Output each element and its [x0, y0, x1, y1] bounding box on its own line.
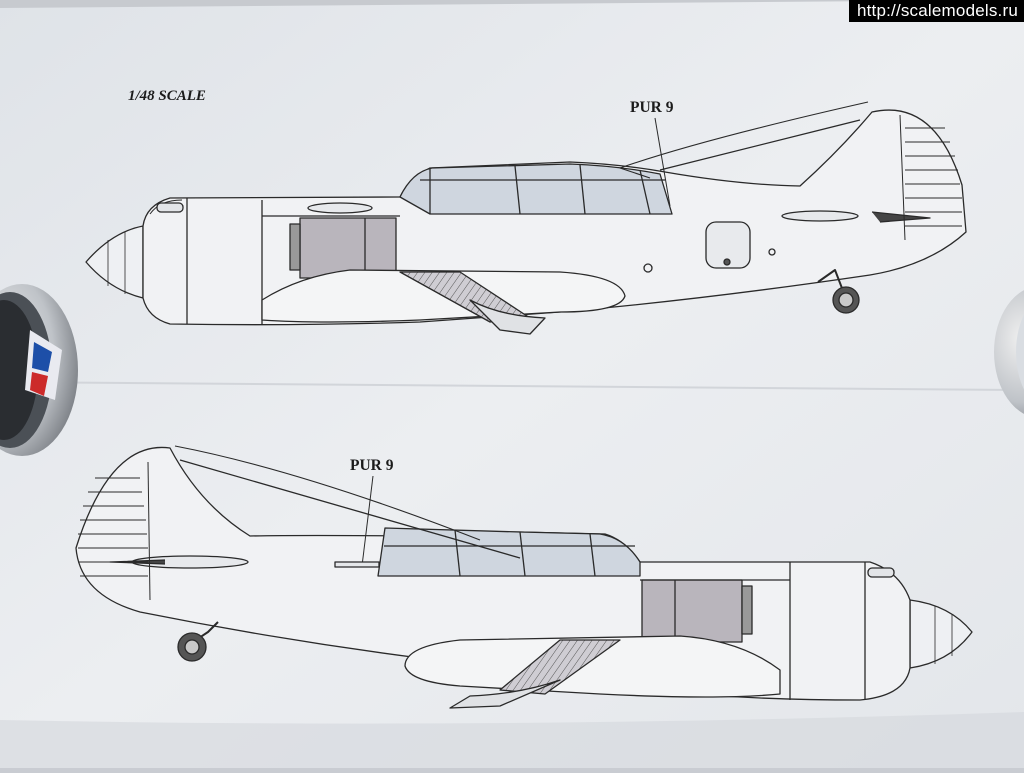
aircraft-profile-top [85, 101, 967, 335]
callout-pur9-top: PUR 9 [630, 99, 674, 116]
cowl-panel-bottom [641, 579, 743, 643]
rudder-ribs-bottom [78, 461, 151, 601]
cowl-panel-top [299, 217, 397, 279]
paint-tin-right [994, 290, 1024, 414]
scale-label: 1/48 SCALE [128, 88, 206, 104]
callout-pur9-bottom: PUR 9 [350, 457, 394, 474]
access-hatch-top [705, 221, 751, 269]
aircraft-profile-bottom [75, 445, 973, 709]
wing-hatched-bottom [499, 639, 621, 695]
watermark: http://scalemodels.ru [848, 0, 1024, 22]
canopy-bottom [377, 527, 641, 577]
paper-crease [0, 381, 1024, 391]
canopy-top [399, 163, 673, 215]
paint-tin-left [0, 284, 78, 456]
wing-bottom [404, 635, 781, 698]
spinner-bottom [909, 599, 973, 669]
rudder-ribs-top [899, 114, 962, 241]
paper-fold-shadow [0, 712, 1024, 768]
spinner-top [85, 225, 144, 299]
